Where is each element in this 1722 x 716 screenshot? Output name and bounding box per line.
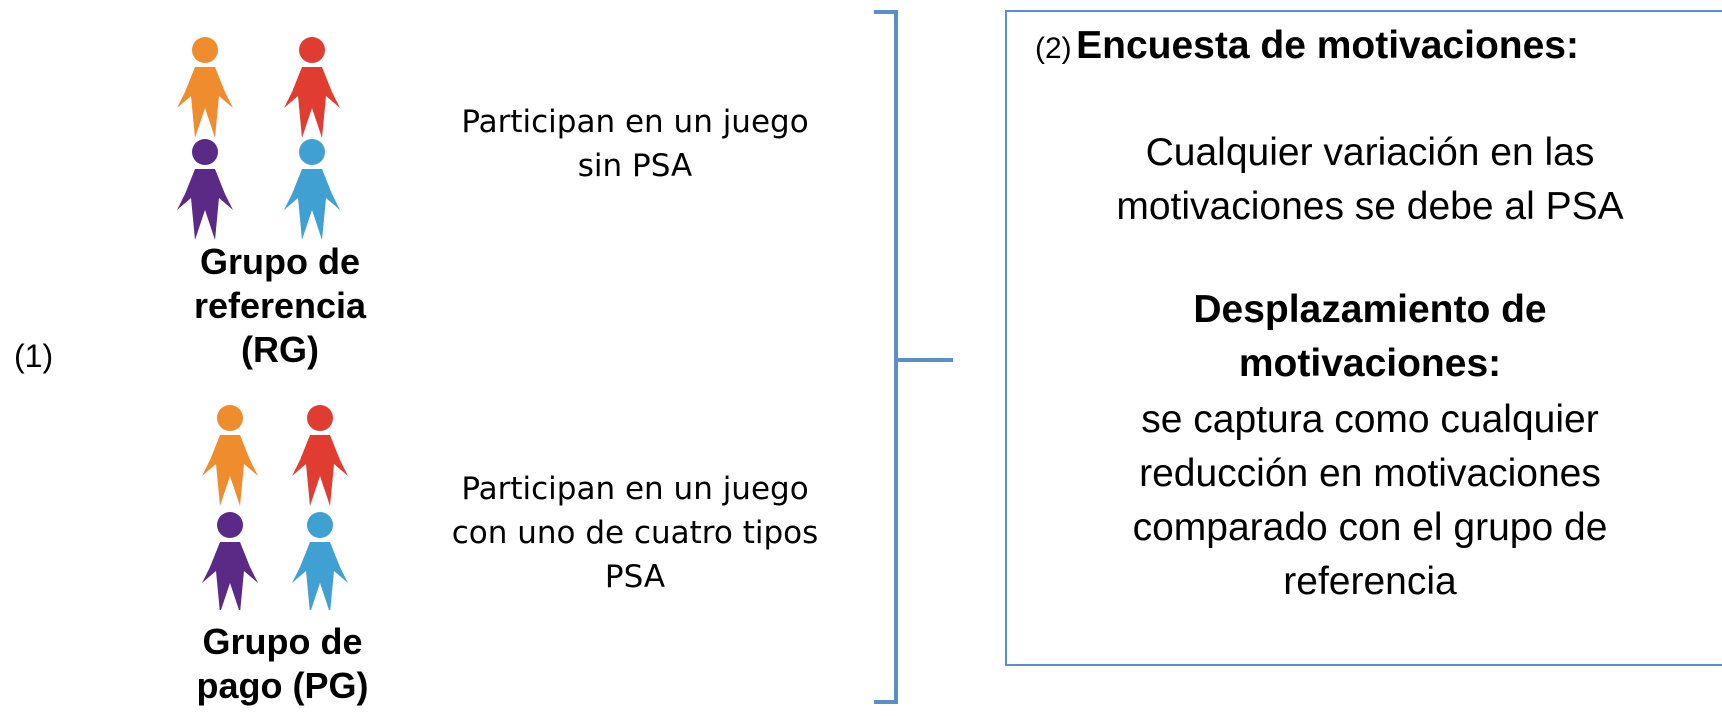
grouping-bracket: [874, 10, 953, 704]
payment-group-figures: [202, 405, 348, 610]
orange-person-icon: [177, 37, 233, 138]
survey-box-heading: (2) Encuesta de motivaciones:: [1035, 24, 1579, 68]
reference-group-description: Participan en un juego sin PSA: [461, 104, 809, 184]
payment-group-description: Participan en un juego con uno de cuatro…: [451, 471, 819, 595]
crowding-out-title: Desplazamiento de motivaciones:: [1193, 288, 1547, 385]
payment-group-label: Grupo de pago (PG): [196, 621, 369, 706]
survey-statement: Cualquier variación en las motivaciones …: [1116, 131, 1624, 228]
crowding-out-text: se captura como cualquier reducción en m…: [1132, 398, 1608, 603]
purple-person-icon: [202, 512, 258, 610]
step-1-label: (1): [14, 338, 54, 374]
reference-group-label: Grupo de referencia (RG): [193, 241, 367, 370]
purple-person-icon: [177, 139, 233, 240]
blue-person-icon: [284, 139, 340, 240]
blue-person-icon: [292, 512, 348, 610]
orange-person-icon: [202, 405, 258, 506]
red-person-icon: [284, 37, 340, 138]
reference-group-figures: [177, 37, 340, 240]
survey-title: Encuesta de motivaciones:: [1076, 24, 1579, 67]
step-2-label: (2): [1035, 32, 1072, 65]
survey-box: [1005, 10, 1722, 666]
red-person-icon: [292, 405, 348, 506]
